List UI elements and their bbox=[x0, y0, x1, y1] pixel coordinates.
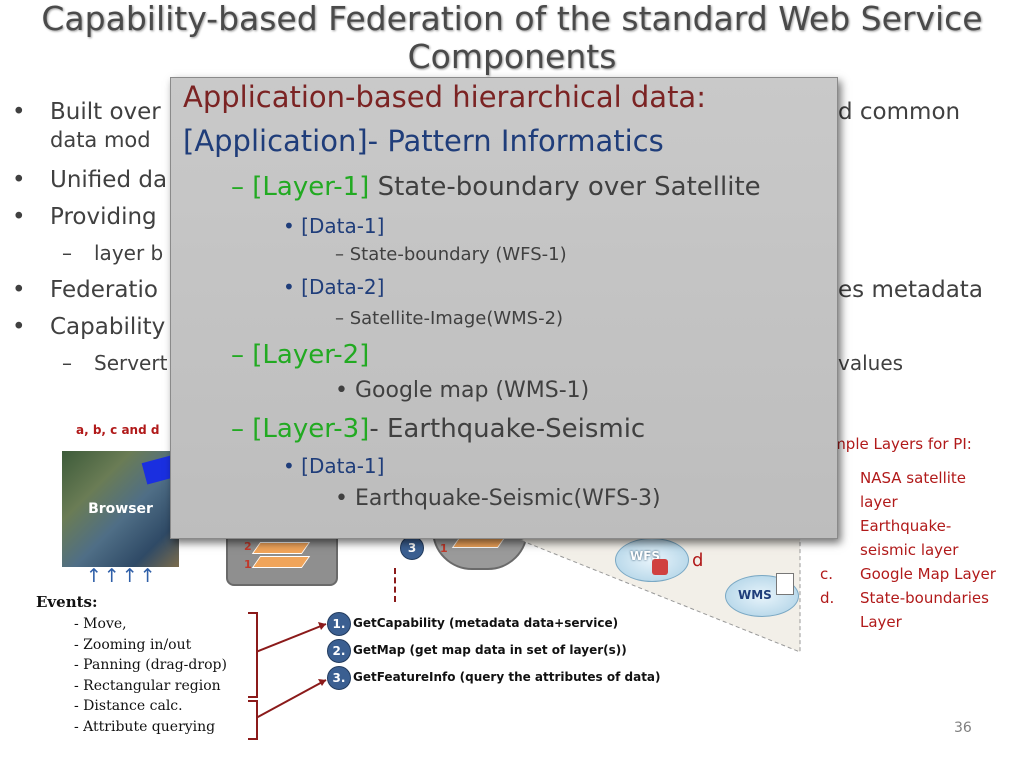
popup-google-map: • Google map (WMS-1) bbox=[335, 378, 590, 403]
bullet-1-right-fragment: d common bbox=[838, 99, 961, 125]
bullet-dot: • bbox=[12, 314, 26, 340]
event-item: - Panning (drag-drop) bbox=[74, 657, 227, 673]
sample-layer-marker: c. bbox=[820, 565, 834, 583]
sample-layer-marker: d. bbox=[820, 589, 835, 607]
hierarchy-popup: Application-based hierarchical data: [Ap… bbox=[170, 77, 838, 539]
op-label: GetFeatureInfo (query the attributes of … bbox=[353, 670, 661, 684]
sample-layer-line: Layer bbox=[860, 613, 902, 631]
abcd-label: a, b, c and d bbox=[76, 423, 160, 437]
bullet-4: layer b bbox=[94, 241, 164, 265]
layer-dash: – bbox=[231, 172, 244, 202]
sample-layer-item: NASA satellite layer bbox=[820, 466, 1020, 514]
popup-data-1-detail: – State-boundary (WFS-1) bbox=[335, 244, 567, 265]
events-bracket bbox=[248, 700, 258, 740]
sample-layer-item: Earthquake-seismic layer bbox=[820, 514, 1020, 562]
op-number: 2. bbox=[327, 639, 351, 663]
popup-heading: Application-based hierarchical data: bbox=[183, 80, 706, 114]
layer-dash: – bbox=[231, 414, 244, 444]
browser-label: Browser bbox=[88, 501, 153, 517]
event-item: - Attribute querying bbox=[74, 718, 216, 735]
bullet-1-continuation: data mod bbox=[50, 128, 151, 152]
sample-layer-item: c. Google Map Layer bbox=[820, 562, 1020, 586]
bullet-6: Capability bbox=[50, 314, 166, 340]
op-label: GetMap (get map data in set of layer(s)) bbox=[353, 643, 627, 657]
event-item: - Zooming in/out bbox=[74, 636, 192, 653]
bullet-7-right-fragment: values bbox=[838, 351, 904, 375]
bracket-arrows bbox=[256, 622, 327, 719]
layer-plate bbox=[251, 542, 311, 554]
popup-earthquake-data: • Earthquake-Seismic(WFS-3) bbox=[335, 486, 661, 511]
bullet-dot: • bbox=[12, 167, 26, 193]
stack-label-2: 2 bbox=[244, 540, 252, 553]
event-arrows: ↑↑↑↑ bbox=[86, 565, 158, 587]
layer-text: - Earthquake-Seismic bbox=[369, 414, 646, 444]
bullet-3: Providing bbox=[50, 204, 157, 230]
node-3: 3 bbox=[400, 536, 424, 560]
layer-tag: [Layer-1] bbox=[252, 172, 370, 202]
sample-layers-title: ample Layers for PI: bbox=[822, 435, 972, 453]
browser-map-image: Browser bbox=[62, 451, 179, 567]
stack-label-1: 1 bbox=[244, 558, 252, 571]
layer-tag: [Layer-2] bbox=[252, 340, 370, 370]
op-label: GetCapability (metadata data+service) bbox=[353, 616, 619, 630]
sample-layers-list: NASA satellite layer Earthquake-seismic l… bbox=[820, 466, 1020, 634]
bullet-dot: • bbox=[12, 277, 26, 303]
sample-layer-line: NASA satellite bbox=[860, 469, 967, 487]
sample-layer-line: layer bbox=[860, 493, 898, 511]
layer-plate bbox=[251, 556, 311, 568]
page-number: 36 bbox=[954, 720, 972, 736]
wfs-server: WFS bbox=[615, 538, 689, 582]
popup-data-2: • [Data-2] bbox=[283, 275, 385, 299]
sub-dash: – bbox=[62, 241, 72, 265]
sample-layer-line: Google Map Layer bbox=[860, 565, 996, 583]
sample-layer-line: Earthquake- bbox=[860, 517, 952, 535]
event-item: - Rectangular region bbox=[74, 677, 221, 694]
node-1-label: 1 bbox=[440, 542, 448, 555]
sample-layer-line: seismic layer bbox=[860, 541, 959, 559]
bullet-5: Federatio bbox=[50, 277, 158, 303]
layer-dash: – bbox=[231, 340, 244, 370]
op-number: 3. bbox=[327, 666, 351, 690]
slide-title: Capability-based Federation of the stand… bbox=[41, 0, 983, 76]
popup-layer-1: – [Layer-1] State-boundary over Satellit… bbox=[231, 172, 761, 202]
database-icon bbox=[652, 559, 668, 575]
popup-data-3: • [Data-1] bbox=[283, 454, 385, 478]
popup-data-2-detail: – Satellite-Image(WMS-2) bbox=[335, 308, 564, 329]
op-number: 1. bbox=[327, 612, 351, 636]
document-icon bbox=[776, 573, 794, 595]
bullet-1: Built over bbox=[50, 99, 161, 125]
popup-layer-2: – [Layer-2] bbox=[231, 340, 369, 370]
layer-text: State-boundary over Satellite bbox=[369, 172, 761, 202]
sub-dash: – bbox=[62, 351, 72, 375]
wms-label: WMS bbox=[738, 588, 772, 602]
event-item: - Move, bbox=[74, 616, 127, 632]
event-item: - Distance calc. bbox=[74, 698, 183, 714]
layer-tag: [Layer-3] bbox=[252, 414, 370, 444]
popup-layer-3: – [Layer-3]- Earthquake-Seismic bbox=[231, 414, 645, 444]
d-label: d bbox=[692, 550, 704, 571]
sample-layer-line: State-boundaries bbox=[860, 589, 989, 607]
events-title: Events: bbox=[36, 593, 98, 611]
bullet-7: Servert bbox=[94, 351, 168, 375]
events-list: - Move, - Zooming in/out - Panning (drag… bbox=[74, 614, 227, 737]
dashed-connector bbox=[394, 568, 398, 602]
bullet-dot: • bbox=[12, 204, 26, 230]
bullet-dot: • bbox=[12, 99, 26, 125]
events-bracket bbox=[248, 612, 258, 698]
popup-data-1: • [Data-1] bbox=[283, 214, 385, 238]
bullet-2: Unified da bbox=[50, 167, 168, 193]
bullet-5-right-fragment: es metadata bbox=[838, 277, 983, 303]
popup-application: [Application]- Pattern Informatics bbox=[183, 124, 664, 158]
